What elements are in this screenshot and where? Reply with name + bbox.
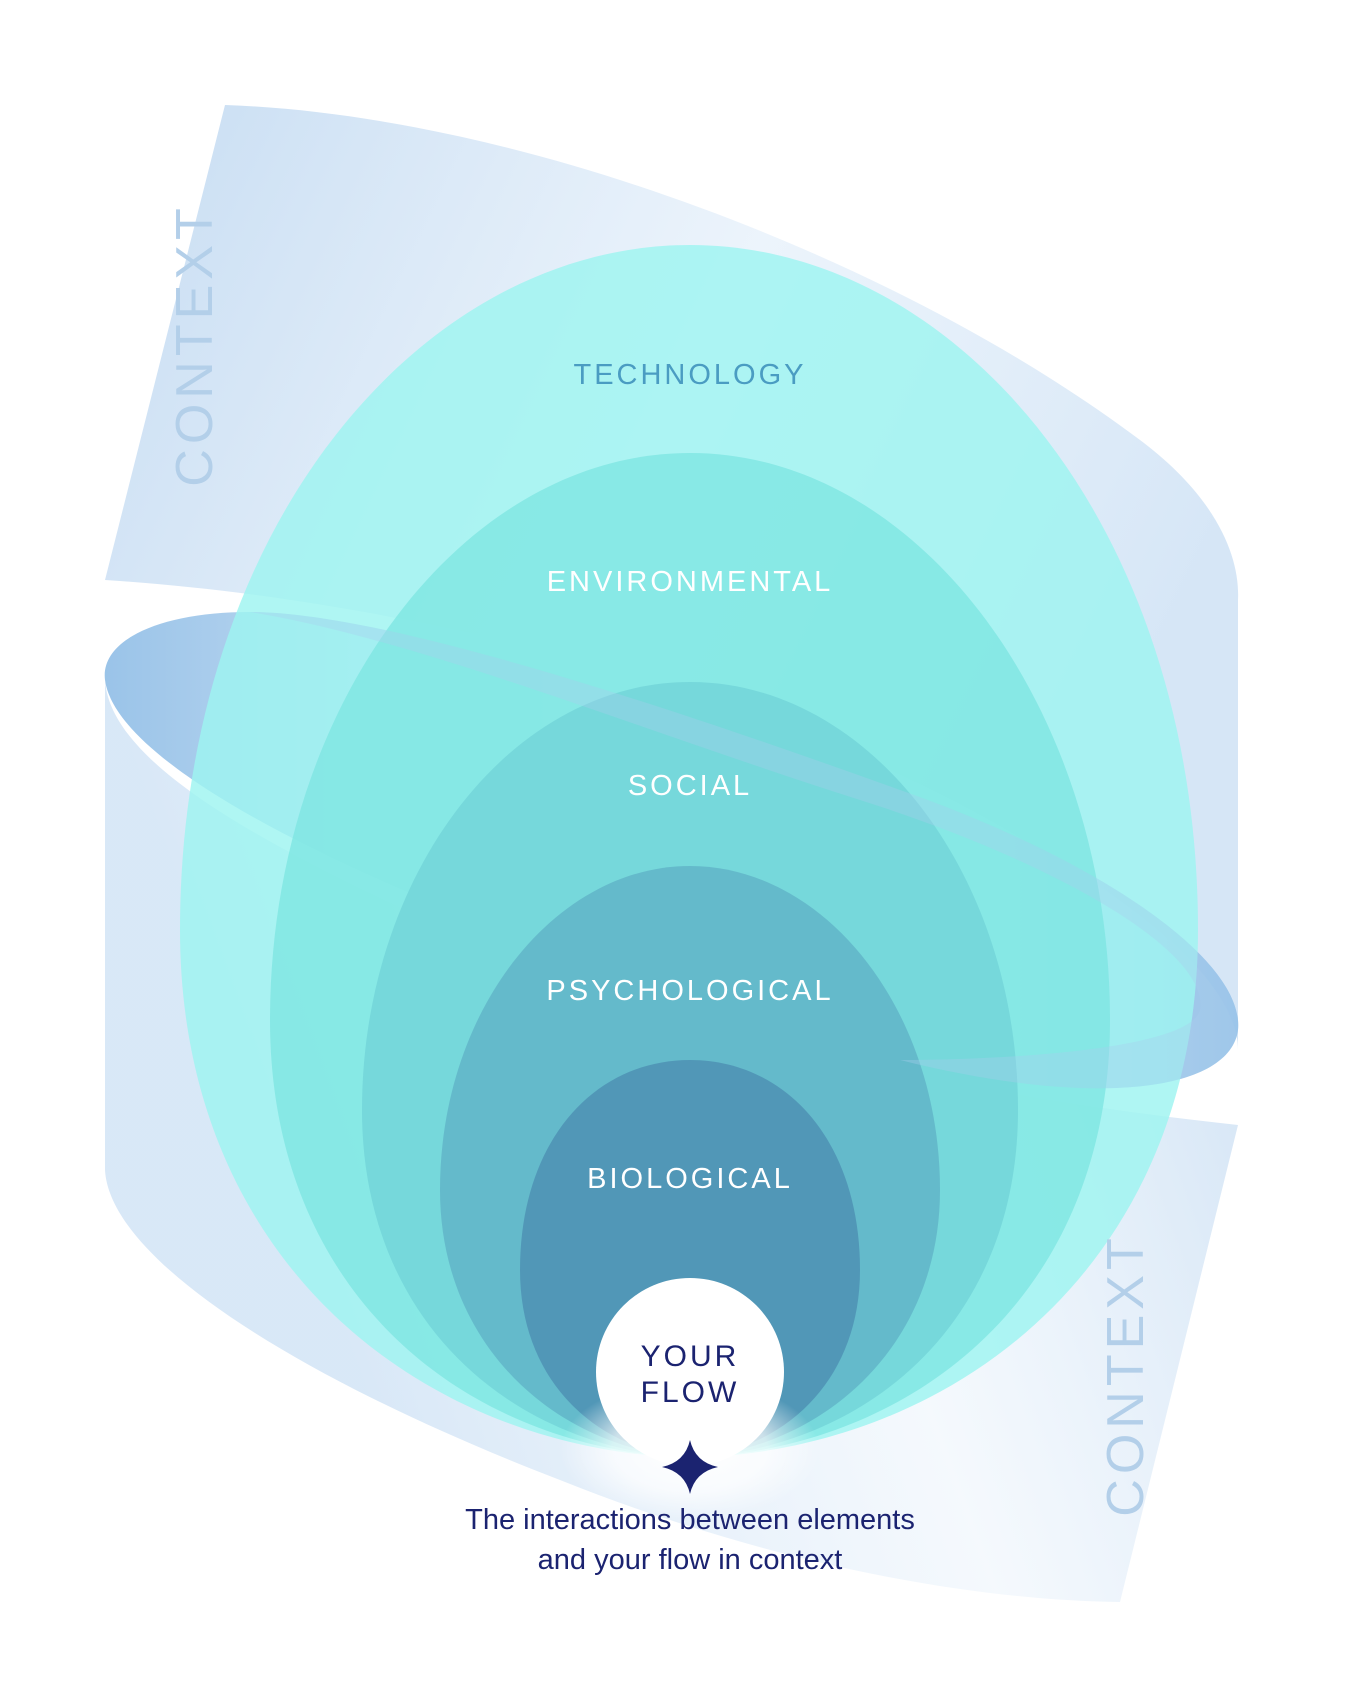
context-ring-front: [250, 612, 1239, 1089]
your-flow-circle: [596, 1278, 784, 1466]
your-flow-line1: YOUR: [641, 1340, 740, 1373]
caption-line1: The interactions between elements: [465, 1504, 915, 1536]
layer-label-environmental: ENVIRONMENTAL: [547, 566, 834, 598]
layer-label-social: SOCIAL: [628, 770, 752, 802]
layer-label-psychological: PSYCHOLOGICAL: [546, 975, 833, 1007]
context-label-top: CONTEXT: [166, 203, 224, 486]
caption-line2: and your flow in context: [538, 1544, 843, 1576]
star-icon: [662, 1440, 718, 1494]
context-label-bottom: CONTEXT: [1097, 1233, 1155, 1516]
layer-label-technology: TECHNOLOGY: [573, 359, 806, 391]
layer-label-biological: BIOLOGICAL: [587, 1163, 793, 1195]
your-flow-line2: FLOW: [641, 1376, 740, 1409]
